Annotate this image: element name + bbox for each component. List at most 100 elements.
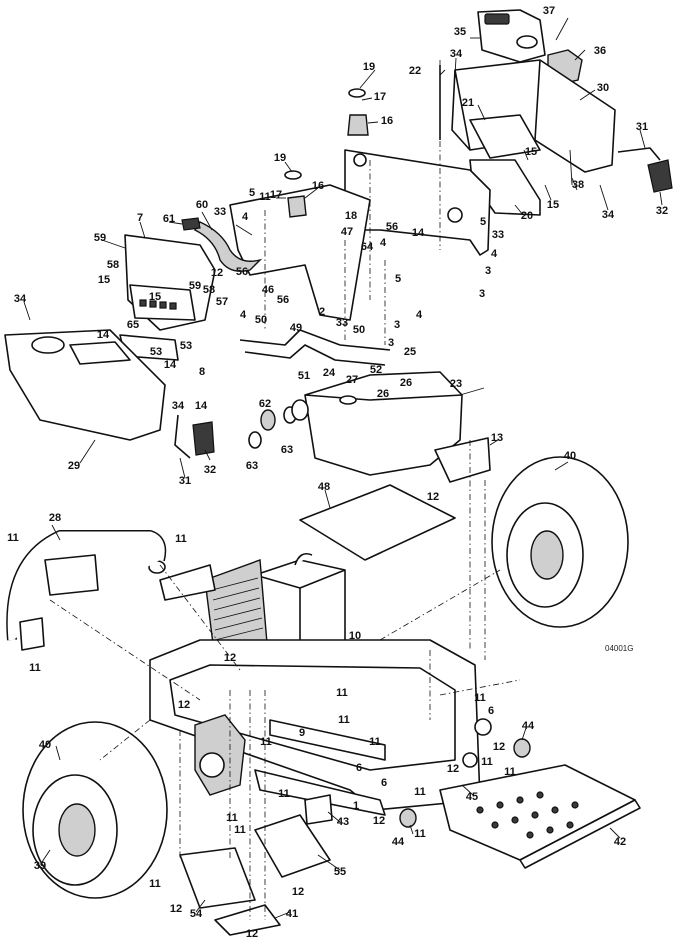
throttle-hose-60 [193,221,263,272]
spring-16-left [287,195,307,218]
callout-56: 56 [386,221,398,233]
console-top-slot [484,13,510,25]
callout-12: 12 [493,741,505,753]
callout-11: 11 [259,191,271,203]
callout-53: 53 [150,346,162,358]
callout-13: 13 [491,432,503,444]
tower-crossmember [229,184,371,321]
rod-51 [244,344,386,366]
callout-12: 12 [427,491,439,503]
callout-41: 41 [286,908,298,920]
callout-18: 18 [345,210,357,222]
callout-31: 31 [179,475,191,487]
hub-left [58,803,96,857]
motor-hub [199,752,225,778]
grip-32-right [647,159,673,193]
left-control-assembly [119,217,263,361]
callout-11: 11 [414,828,426,840]
callout-17: 17 [270,189,282,201]
callout-30: 30 [597,82,609,94]
callout-26: 26 [377,388,389,400]
callout-54: 54 [190,908,203,920]
switch-d [169,302,177,310]
caster-44-top [513,738,531,758]
callout-58: 58 [203,284,215,296]
callout-60: 60 [196,199,208,211]
callout-59: 59 [94,232,106,244]
exhaust-pipe [294,552,313,566]
main-frame-10 [149,639,492,816]
callout-11: 11 [504,766,516,778]
callout-3: 3 [485,265,491,277]
fitting-62 [260,409,276,431]
callout-52: 52 [370,364,382,376]
callout-50: 50 [255,314,267,326]
callout-56: 56 [236,266,248,278]
console-cupholder [516,35,538,49]
callout-32: 32 [656,205,668,217]
rear-wheel-40-left [22,721,168,899]
callout-1: 1 [353,800,359,812]
callout-6: 6 [356,762,362,774]
callout-11: 11 [29,662,41,674]
callout-15: 15 [525,146,537,158]
callout-33: 33 [492,229,504,241]
frame-cross-9 [269,719,386,761]
callout-11: 11 [260,736,272,748]
callout-4: 4 [491,248,498,260]
callout-3: 3 [479,288,485,300]
callout-4: 4 [380,237,387,249]
callout-3: 3 [388,337,394,349]
bracket-43 [304,794,333,825]
foot-plate-42 [439,764,641,869]
callout-62: 62 [259,398,271,410]
rops-bracket-top [44,554,99,596]
callout-16: 16 [381,115,393,127]
callout-34: 34 [602,209,615,221]
drawing-reference: 04001G [605,644,633,653]
callout-43: 43 [337,816,349,828]
panel-21 [469,114,541,159]
under-plate-54 [179,847,256,909]
switch-a [139,299,147,307]
callout-47: 47 [341,226,353,238]
engine-fins [211,577,264,641]
callout-44: 44 [522,720,535,732]
callout-46: 46 [262,284,274,296]
fender-cupholder [31,336,65,354]
callout-7: 7 [137,212,143,224]
callout-12: 12 [246,928,258,940]
callout-40: 40 [564,450,576,462]
callout-49: 49 [290,322,302,334]
callout-63: 63 [246,460,258,472]
callout-11: 11 [338,714,350,726]
frame-bushing-6b [462,752,478,768]
callout-57: 57 [216,296,228,308]
callout-5: 5 [480,216,486,228]
leader-lines [23,37,663,919]
callout-12: 12 [170,903,182,915]
callout-15: 15 [149,291,161,303]
switch-b [149,300,157,308]
callout-44: 44 [392,836,405,848]
callout-33: 33 [214,206,226,218]
callout-65: 65 [127,319,139,331]
callout-6: 6 [381,777,387,789]
bracket-41 [214,904,281,936]
assembly-guide-lines [49,60,521,920]
spring-cup-19-left [284,170,302,180]
handle-31-left [174,414,191,459]
callout-11: 11 [414,786,426,798]
callout-55: 55 [334,866,346,878]
callout-11: 11 [278,788,290,800]
callout-10: 10 [349,630,361,642]
leader-dash-38 [569,149,573,186]
hydro-motor [194,714,246,796]
grip-32-left [192,421,215,456]
callout-26: 26 [400,377,412,389]
rear-wheel-40-right [491,456,629,628]
footplate-holes [476,791,579,839]
tower-hole-a [447,207,463,223]
callout-3: 3 [394,319,400,331]
callout-15: 15 [98,274,110,286]
